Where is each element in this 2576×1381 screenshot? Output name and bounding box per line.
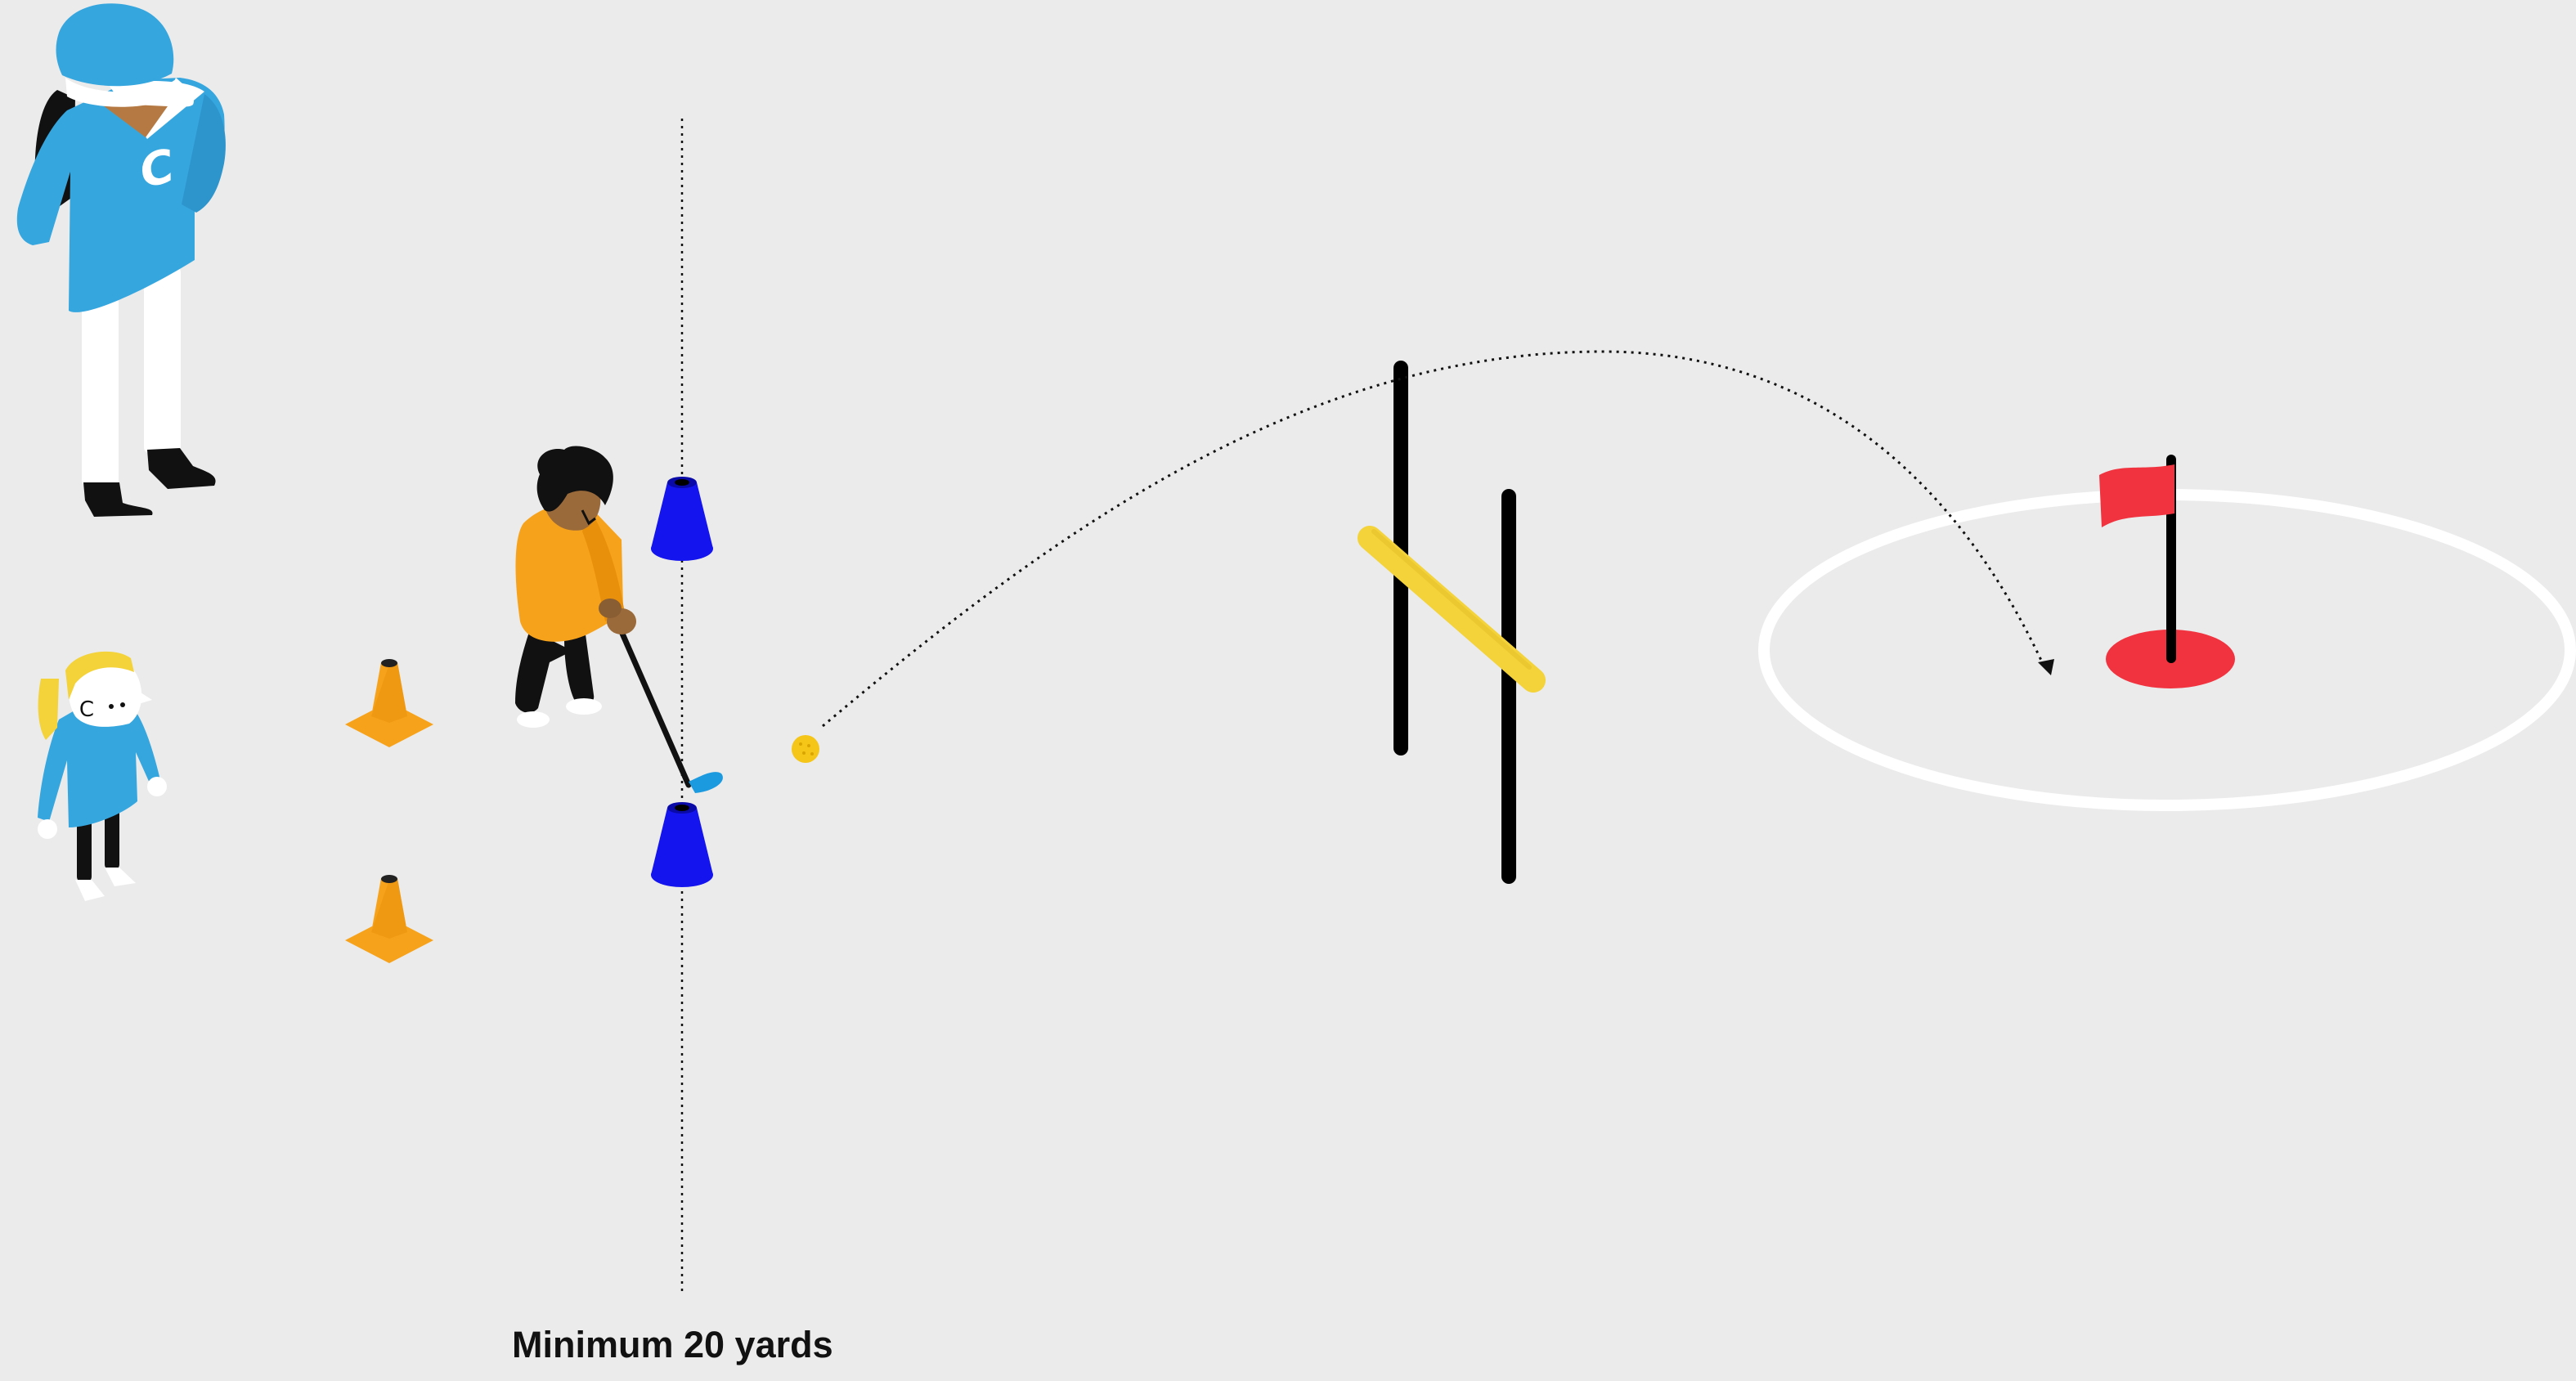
cone-icon-lower xyxy=(345,875,433,963)
marker-cone-bottom xyxy=(651,802,713,887)
waiting-player-shirt-letter: C xyxy=(79,697,94,722)
shot-path-arrow xyxy=(823,352,2044,726)
golf-club xyxy=(620,628,689,785)
flag-icon xyxy=(2099,464,2174,527)
ball-icon xyxy=(792,735,819,763)
club-head xyxy=(689,772,723,793)
coach-figure-icon: C xyxy=(17,3,226,517)
marker-cone-top xyxy=(651,477,713,561)
hurdle-icon xyxy=(1370,368,1533,877)
target-zone xyxy=(1764,460,2570,805)
cone-icon-upper xyxy=(345,659,433,747)
arrowhead-icon xyxy=(2038,659,2054,675)
distance-caption: Minimum 20 yards xyxy=(512,1326,833,1363)
waiting-player-icon: C xyxy=(38,652,167,901)
